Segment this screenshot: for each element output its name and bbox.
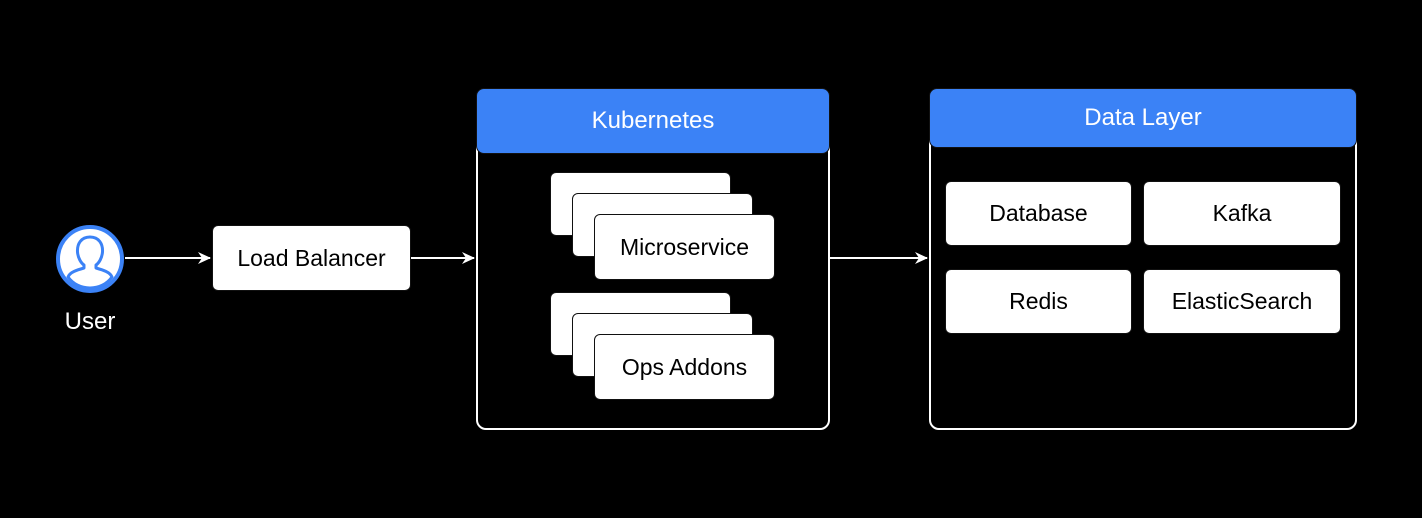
elasticsearch-box[interactable]: ElasticSearch: [1143, 269, 1341, 334]
user-node: [55, 224, 125, 294]
redis-box[interactable]: Redis: [945, 269, 1132, 334]
user-label: User: [64, 308, 116, 335]
user-icon: [56, 225, 124, 293]
microservice-box[interactable]: Microservice: [594, 214, 775, 280]
load-balancer-box[interactable]: Load Balancer: [212, 225, 411, 291]
database-box[interactable]: Database: [945, 181, 1132, 246]
data-layer-title: Data Layer: [929, 88, 1357, 148]
ops-addons-box[interactable]: Ops Addons: [594, 334, 775, 400]
kafka-box[interactable]: Kafka: [1143, 181, 1341, 246]
kubernetes-title: Kubernetes: [476, 88, 830, 154]
